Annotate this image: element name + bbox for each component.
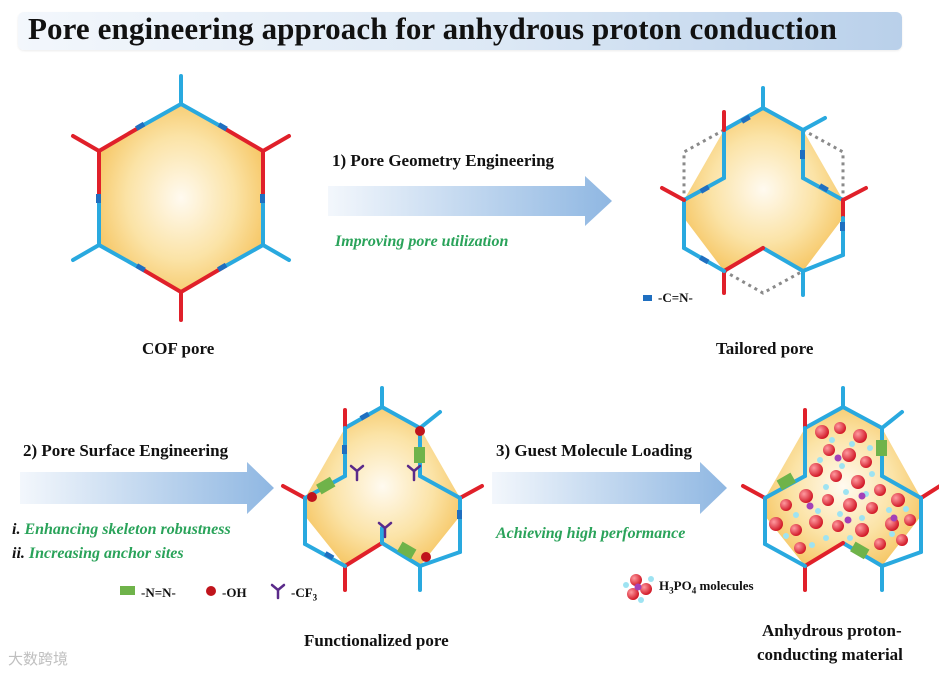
arrow-1 [328,176,612,226]
legend-h3po4-sub1: 3 [669,585,674,596]
step2-note-2-num: ii. [12,545,25,562]
legend-h3po4-sub2: 4 [691,585,697,596]
legend-hydroxyl-label: -OH [222,585,247,600]
functionalized-pore [281,386,484,592]
legend-cf3-label: -CF3 [291,585,317,603]
title-bar [18,12,902,50]
caption-functionalized-pore: Functionalized pore [304,631,449,650]
step1-label: 1) Pore Geometry Engineering [332,151,555,170]
legend-h3po4-prefix: H [659,578,670,593]
legend-h3po4-suffix: molecules [696,578,754,593]
step3-label: 3) Guest Molecule Loading [496,441,692,460]
tailored-pore [660,86,868,297]
cof-pore [71,74,291,322]
legend-azo-label: -N=N- [141,585,176,600]
step3-note: Achieving high performance [496,525,686,542]
legend-cf3-sub: 3 [312,592,318,603]
cf3-legend-marker [270,583,286,600]
caption-cof-pore: COF pore [142,339,215,358]
caption-tailored-pore: Tailored pore [716,339,814,358]
h3po4-cluster [769,422,916,554]
arrow-2 [20,462,274,514]
step2-note-2: ii. Increasing anchor sites [12,545,184,563]
arrow-3 [492,462,727,514]
azo-legend-marker [120,586,135,595]
hydroxyl-legend-marker [206,586,216,596]
h3po4-legend-icon [623,574,654,603]
legend-h3po4-mid: PO [673,578,692,593]
legend-cf3-prefix: -CF [291,585,313,600]
loaded-pore [741,386,939,592]
step2-label: 2) Pore Surface Engineering [23,441,229,460]
step1-note: Improving pore utilization [335,233,509,250]
step2-note-2-text: Increasing anchor sites [28,545,184,562]
caption-material-line2: conducting material [757,645,903,664]
legend-imine-label: -C=N- [658,290,693,305]
step2-note-1-num: i. [12,521,21,538]
step2-note-1: i. Enhancing skeleton robustness [12,521,231,539]
caption-material-line1: Anhydrous proton- [762,621,902,640]
imine-legend-marker [643,295,652,301]
step2-note-1-text: Enhancing skeleton robustness [24,521,231,538]
legend-h3po4-label: H3PO4 molecules [659,578,754,596]
page-title: Pore engineering approach for anhydrous … [28,11,837,46]
watermark: 大数跨境 [8,650,69,668]
